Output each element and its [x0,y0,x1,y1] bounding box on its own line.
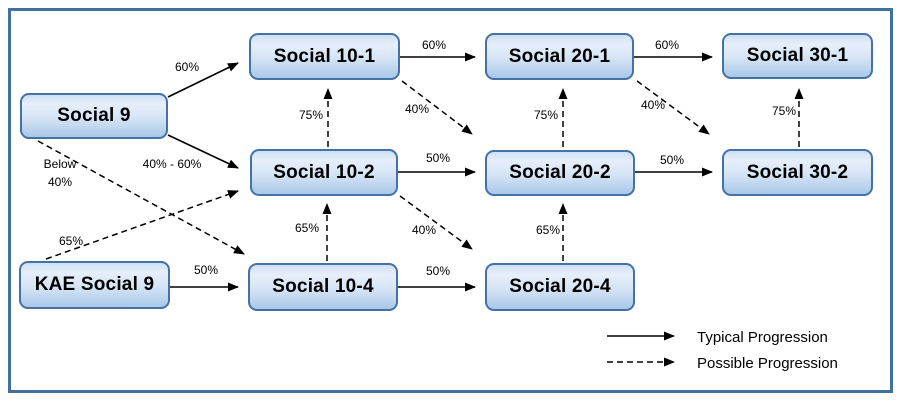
node-social-30-2: Social 30-2 [722,149,873,196]
node-kae-social-9: KAE Social 9 [19,261,170,309]
edge-label-10-2-to-10-1: 75% [298,108,324,122]
edge-kae-social9-to-social10-2 [45,190,239,260]
edge-label-20-4-to-20-2: 65% [535,223,561,237]
node-social-10-4: Social 10-4 [248,263,398,311]
edge-label-10-4-to-10-2: 65% [294,221,320,235]
edge-label-10-2-to-20-2: 50% [425,151,451,165]
edge-label-10-2-to-20-4: 40% [411,223,437,237]
legend-possible-label: Possible Progression [697,355,838,372]
node-social-30-1: Social 30-1 [722,33,873,79]
edge-label-kae-to-10-4: 50% [193,263,219,277]
edge-label-20-1-to-30-1: 60% [654,38,680,52]
edge-social9-to-social10-2 [167,134,239,169]
edge-social9-to-social10-1 [167,62,239,98]
edge-social20-1-to-social30-2 [636,80,710,135]
edge-label-10-1-to-20-1: 60% [421,38,447,52]
node-social-20-1: Social 20-1 [485,33,634,80]
edge-label-social9-to-10-2: 40% - 60% [142,157,202,171]
edge-social9-to-social10-4 [37,140,245,255]
edge-label-line: Below [43,157,77,171]
outer-frame [8,8,893,393]
node-social-10-2: Social 10-2 [250,149,398,196]
edge-label-10-4-to-20-4: 50% [425,264,451,278]
edge-label-social9-to-10-1: 60% [174,60,200,74]
node-social-9: Social 9 [20,93,168,139]
edge-label-30-2-to-30-1: 75% [771,104,797,118]
edge-social10-1-to-social20-2 [401,80,473,135]
node-social-20-2: Social 20-2 [485,150,635,196]
edge-label-20-2-to-30-2: 50% [659,153,685,167]
edge-label-20-2-to-20-1: 75% [533,108,559,122]
edge-social10-2-to-social20-4 [399,195,473,250]
edge-label-line: 40% [47,175,73,189]
edge-label-social9-to-10-4: Below 40% [44,155,77,191]
node-social-10-1: Social 10-1 [249,33,400,80]
edge-label-kae-to-10-2: 65% [58,234,84,248]
legend-typical-label: Typical Progression [697,329,828,346]
node-social-20-4: Social 20-4 [485,263,635,311]
edge-label-10-1-to-20-2: 40% [404,102,430,116]
edge-label-20-1-to-30-2: 40% [640,98,666,112]
